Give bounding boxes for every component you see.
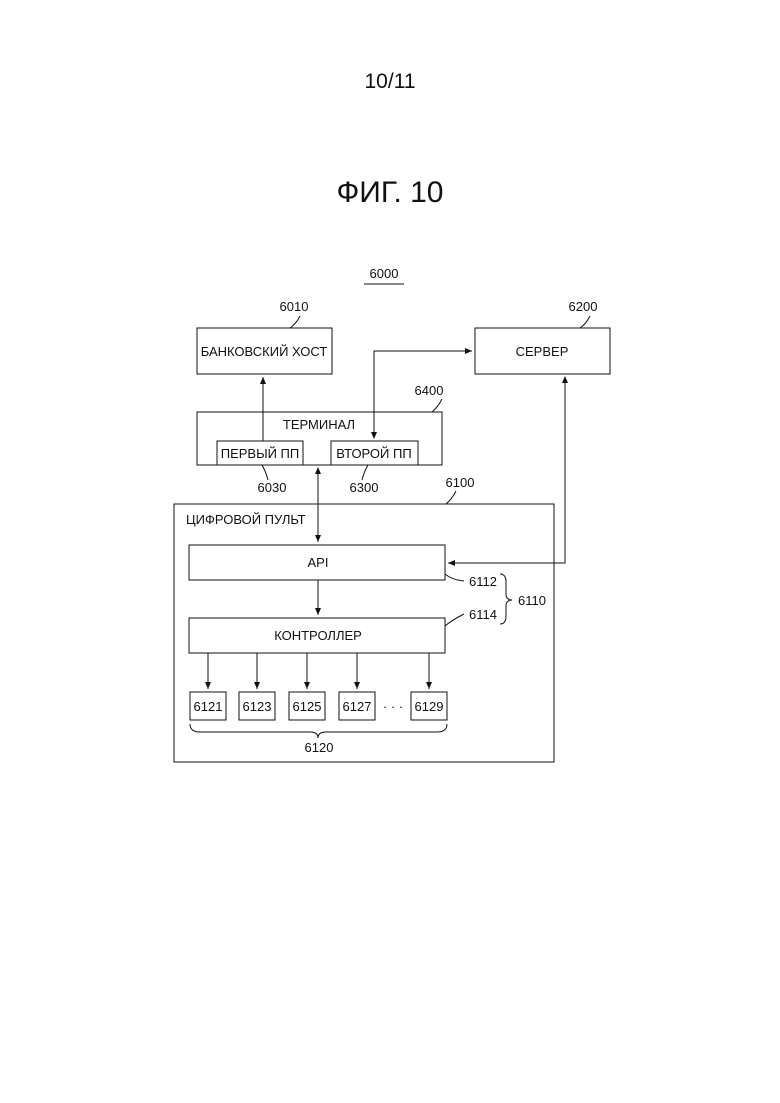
bank-host-leader	[290, 316, 300, 328]
module-label: 6125	[293, 699, 322, 714]
module-6129: 6129	[411, 692, 447, 720]
first-pp-ref: 6030	[258, 480, 287, 495]
module-label: 6127	[343, 699, 372, 714]
terminal-label: ТЕРМИНАЛ	[283, 417, 355, 432]
module-6121: 6121	[190, 692, 226, 720]
module-6125: 6125	[289, 692, 325, 720]
controller-label: КОНТРОЛЛЕР	[274, 628, 362, 643]
system-ref: 6000	[370, 266, 399, 281]
terminal-ref: 6400	[415, 383, 444, 398]
group-6120-ref: 6120	[305, 740, 334, 755]
second-pp-label: ВТОРОЙ ПП	[336, 446, 411, 461]
controller-ref: 6114	[469, 607, 497, 622]
bank-host-ref: 6010	[280, 299, 309, 314]
modules-ellipsis: · · ·	[383, 699, 403, 714]
api-ref: 6112	[469, 574, 497, 589]
first-pp-leader	[262, 465, 268, 480]
server-label: СЕРВЕР	[516, 344, 569, 359]
digital-panel-ref: 6100	[446, 475, 475, 490]
terminal-leader	[432, 399, 442, 412]
module-6127: 6127	[339, 692, 375, 720]
bank-host-label: БАНКОВСКИЙ ХОСТ	[201, 344, 328, 359]
second-pp-ref: 6300	[350, 480, 379, 495]
digital-panel-leader	[446, 491, 456, 504]
first-pp-label: ПЕРВЫЙ ПП	[221, 446, 300, 461]
server-leader	[580, 316, 590, 328]
module-label: 6129	[415, 699, 444, 714]
second-pp-leader	[362, 465, 368, 480]
server-ref: 6200	[569, 299, 598, 314]
api-label: API	[308, 555, 329, 570]
group-6110-ref: 6110	[518, 593, 546, 608]
digital-panel-label: ЦИФРОВОЙ ПУЛЬТ	[186, 512, 306, 527]
module-6123: 6123	[239, 692, 275, 720]
module-label: 6121	[194, 699, 223, 714]
module-label: 6123	[243, 699, 272, 714]
